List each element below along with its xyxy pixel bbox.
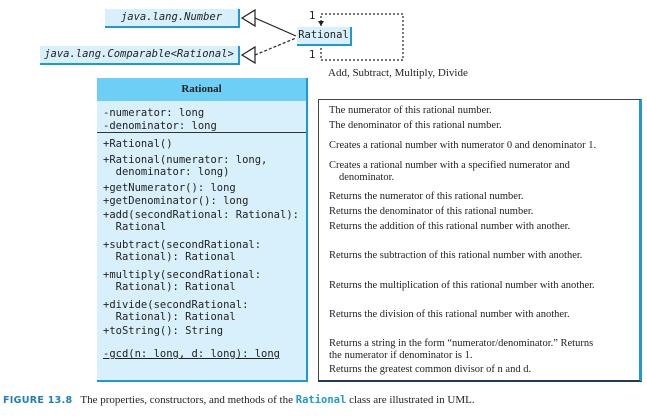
description-box: The numerator of this rational number. T… [318, 99, 642, 382]
rational-mini-class: Rational [297, 27, 352, 46]
desc-multiply: Returns the multiplication of this ratio… [329, 280, 595, 291]
method-get-denominator: +getDenominator(): long [103, 195, 249, 207]
figure-caption: FIGURE 13.8 The properties, constructors,… [3, 394, 475, 406]
uml-fields: -numerator: long -denominator: long [97, 101, 306, 133]
inheritance-line [254, 17, 297, 37]
desc-to-string-cont: the numerator if denominator is 1. [329, 350, 473, 361]
inheritance-arrowhead [240, 8, 256, 28]
desc-get-numerator: Returns the numerator of this rational n… [329, 191, 524, 202]
desc-constructor-args-cont: denominator. [339, 172, 395, 183]
method-constructor-args: +Rational(numerator: long, denominator: … [103, 153, 268, 179]
caption-text-after: class are illustrated in UML. [346, 394, 475, 406]
desc-get-denominator: Returns the denominator of this rational… [329, 206, 534, 217]
desc-gcd: Returns the greatest common divisor of n… [329, 364, 532, 375]
desc-denominator: The denominator of this rational number. [329, 120, 502, 131]
association-label: Add, Subtract, Multiply, Divide [328, 67, 468, 79]
method-to-string: +toString(): String [103, 324, 224, 337]
figure-label: FIGURE 13.8 [3, 395, 73, 406]
multiplicity-top: 1 [309, 10, 316, 22]
interface-comparable: java.lang.Comparable<Rational> [40, 46, 240, 65]
method-get-numerator: +getNumerator(): long [103, 181, 236, 194]
method-gcd: -gcd(n: long, d: long): long [103, 348, 281, 360]
method-add: +add(secondRational: Rational): Rational [103, 208, 299, 234]
realization-arrowhead [240, 45, 256, 65]
multiplicity-bottom: 1 [309, 49, 316, 61]
field-denominator: -denominator: long [103, 119, 217, 132]
association-arrowhead [318, 21, 324, 26]
caption-text-before: The properties, constructors, and method… [80, 394, 296, 406]
uml-class-box: Rational -numerator: long -denominator: … [97, 78, 308, 382]
caption-code: Rational [295, 394, 347, 406]
realization-line [254, 37, 297, 56]
method-constructor-default: +Rational() [103, 138, 173, 150]
desc-constructor-args: Creates a rational number with a specifi… [329, 160, 570, 171]
desc-subtract: Returns the subtraction of this rational… [329, 250, 583, 261]
desc-divide: Returns the division of this rational nu… [329, 309, 570, 320]
method-multiply: +multiply(secondRational: Rational): Rat… [103, 268, 262, 294]
desc-numerator: The numerator of this rational number. [329, 105, 492, 116]
desc-to-string: Returns a string in the form “numerator/… [329, 338, 594, 349]
field-numerator: -numerator: long [103, 107, 205, 119]
method-subtract: +subtract(secondRational: Rational): Rat… [103, 238, 262, 264]
method-divide: +divide(secondRational: Rational): Ratio… [103, 298, 249, 324]
desc-constructor-default: Creates a rational number with numerator… [329, 140, 597, 151]
self-association-loop [320, 13, 404, 61]
desc-add: Returns the addition of this rational nu… [329, 221, 571, 232]
uml-methods: +Rational() +Rational(numerator: long, d… [97, 133, 306, 367]
uml-class-name: Rational [97, 78, 306, 101]
interface-number: java.lang.Number [105, 9, 240, 28]
